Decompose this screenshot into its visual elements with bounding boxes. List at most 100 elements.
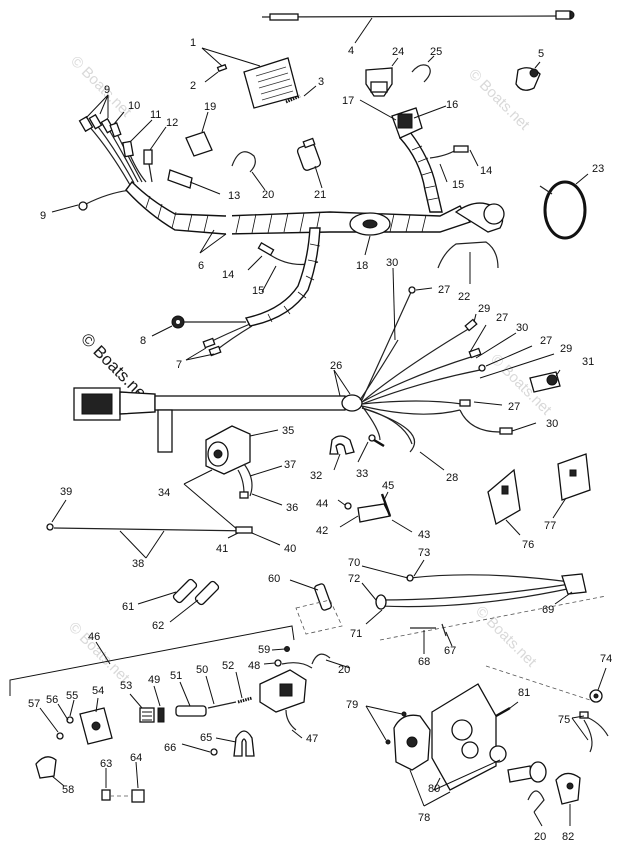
part-74-75-leads	[485, 665, 609, 753]
callout-15-upper: 15	[452, 179, 464, 191]
callout-21: 21	[314, 189, 326, 201]
callout-81: 81	[518, 687, 530, 699]
part-78-switch-body	[393, 714, 451, 807]
callout-58: 58	[62, 784, 74, 796]
part-22-bracket	[437, 202, 505, 284]
part-67-68-rods	[410, 623, 453, 654]
part-23-strap	[539, 173, 589, 240]
part-36-37-leads	[183, 463, 283, 531]
callout-4: 4	[348, 45, 354, 57]
part-49-washer	[153, 685, 165, 723]
part-47-switch	[259, 669, 307, 739]
callout-69: 69	[542, 604, 554, 616]
callout-27-a: 27	[438, 284, 450, 296]
part-33-screw	[357, 434, 385, 463]
callout-37: 37	[284, 459, 296, 471]
callout-65: 65	[200, 732, 212, 744]
callout-60: 60	[268, 573, 280, 585]
callout-78: 78	[418, 812, 430, 824]
part-14-15-upper	[429, 145, 479, 183]
part-80-key	[433, 745, 547, 791]
callout-9-upper: 9	[104, 84, 110, 96]
watermark-bottom-left: © Boats.net	[65, 619, 133, 687]
part-48-59-hardware	[263, 646, 313, 669]
callout-20-lower: 20	[534, 831, 546, 843]
callout-27-d: 27	[508, 401, 520, 413]
callout-80: 80	[428, 783, 440, 795]
part-1-decal	[201, 47, 299, 109]
callout-32: 32	[310, 470, 322, 482]
part-20-clip-middle	[311, 653, 351, 669]
part-25-clip	[411, 55, 435, 83]
callout-57: 57	[28, 698, 40, 710]
callout-47: 47	[306, 733, 318, 745]
callout-67: 67	[444, 645, 456, 657]
callout-76: 76	[522, 539, 534, 551]
part-54-plate	[79, 697, 113, 745]
callout-44: 44	[316, 498, 328, 510]
callout-20-upper: 20	[262, 189, 274, 201]
callout-52: 52	[222, 660, 234, 672]
callout-5: 5	[538, 48, 544, 60]
callout-11: 11	[150, 109, 161, 121]
callout-22: 22	[458, 291, 470, 303]
callout-labels: 1 2 3 4 24 25 5 9 10 11 12 19 17 16 14 1…	[28, 37, 612, 843]
callout-46: 46	[88, 631, 100, 643]
callout-25: 25	[430, 46, 442, 58]
callout-3: 3	[318, 76, 324, 88]
callout-28: 28	[446, 472, 458, 484]
harness-branch-to-8	[244, 227, 321, 327]
callout-12: 12	[166, 117, 178, 129]
callout-35: 35	[282, 425, 294, 437]
part-65-66-clamp	[181, 730, 255, 757]
callout-8: 8	[140, 335, 146, 347]
callout-79: 79	[346, 699, 358, 711]
callout-23: 23	[592, 163, 604, 175]
callout-50: 50	[196, 664, 208, 676]
callout-14-upper: 14	[480, 165, 492, 177]
callout-27-c: 27	[540, 335, 552, 347]
part-3-screw	[285, 85, 317, 104]
callout-30-upper: 30	[386, 257, 398, 269]
callout-62: 62	[152, 620, 164, 632]
callout-82: 82	[562, 831, 574, 843]
callout-29-b: 29	[560, 343, 572, 355]
callout-53: 53	[120, 680, 132, 692]
callout-27-b: 27	[496, 312, 508, 324]
callout-14-lower: 14	[222, 269, 234, 281]
part-62-fuse	[169, 580, 220, 623]
part-32-clamp	[329, 435, 355, 471]
callout-31: 31	[582, 356, 594, 368]
callout-9-lower: 9	[40, 210, 46, 222]
part-82-cap	[555, 772, 581, 826]
callout-70: 70	[348, 557, 360, 569]
callout-6: 6	[198, 260, 204, 272]
callout-63: 63	[100, 758, 112, 770]
part-55-56-57-screws	[39, 699, 75, 740]
callout-24: 24	[392, 46, 404, 58]
part-21-fuse-holder	[296, 137, 323, 189]
callout-18: 18	[356, 260, 368, 272]
callout-66: 66	[164, 742, 176, 754]
callout-33: 33	[356, 468, 368, 480]
part-8-ring-terminal	[151, 315, 246, 337]
part-76-bracket	[487, 468, 521, 536]
callout-38: 38	[132, 558, 144, 570]
part-42-45-bracket	[337, 491, 413, 533]
callout-59: 59	[258, 644, 270, 656]
callout-61: 61	[122, 601, 134, 613]
callout-39: 39	[60, 486, 72, 498]
callout-49: 49	[148, 674, 160, 686]
callout-51: 51	[170, 670, 182, 682]
callout-17: 17	[342, 95, 354, 107]
callout-75: 75	[558, 714, 570, 726]
callout-42: 42	[316, 525, 328, 537]
callout-72: 72	[348, 573, 360, 585]
main-harness-trunk	[125, 180, 472, 254]
part-31-socket	[529, 369, 561, 393]
callout-13: 13	[228, 190, 240, 202]
part-19-clip	[185, 111, 213, 157]
callout-19: 19	[204, 101, 216, 113]
part-18-grommet	[349, 212, 391, 256]
